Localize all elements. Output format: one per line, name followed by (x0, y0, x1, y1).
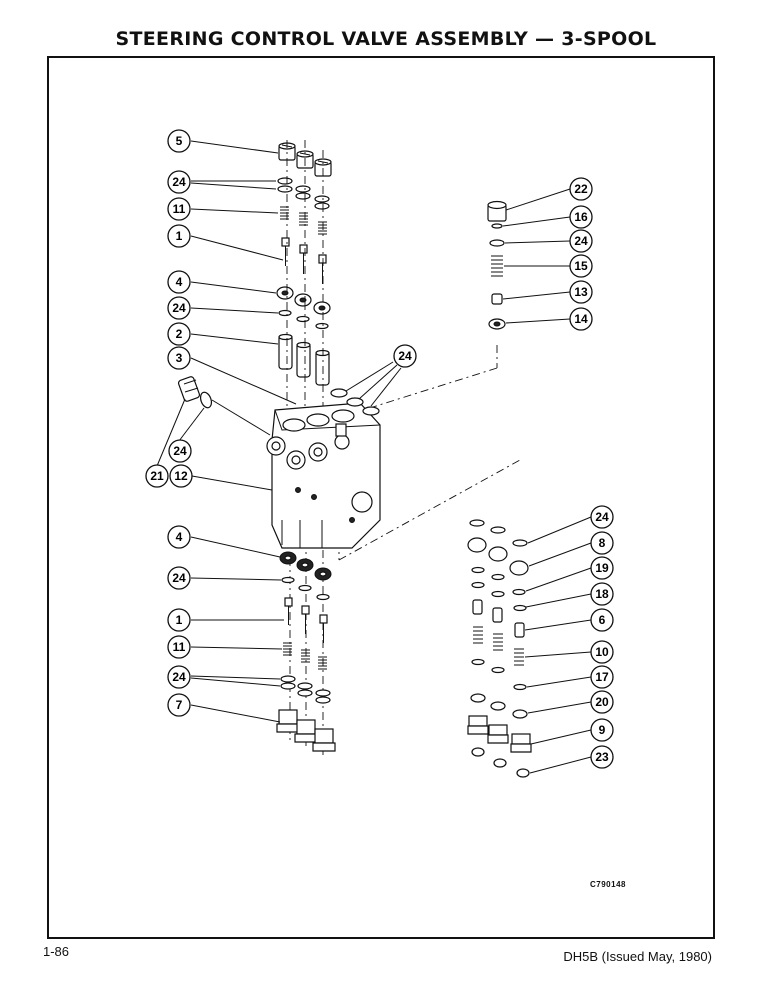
svg-text:18: 18 (595, 587, 609, 601)
callout-4: 4 (167, 270, 191, 294)
svg-text:24: 24 (172, 301, 186, 315)
svg-text:6: 6 (599, 613, 606, 627)
center-lines (286, 140, 521, 755)
callout-5: 5 (167, 129, 191, 153)
callout-24: 24 (167, 170, 191, 194)
callout-24: 24 (590, 505, 614, 529)
side-plug (177, 376, 271, 436)
callout-24: 24 (167, 566, 191, 590)
leader-lines (156, 140, 592, 774)
svg-text:24: 24 (595, 510, 609, 524)
svg-text:5: 5 (176, 134, 183, 148)
bottom-springs (283, 642, 327, 670)
callout-24: 24 (168, 439, 192, 463)
top-check-seats (276, 286, 331, 315)
callout-24: 24 (167, 665, 191, 689)
svg-text:7: 7 (176, 698, 183, 712)
callout-19: 19 (590, 556, 614, 580)
svg-text:20: 20 (595, 695, 609, 709)
callouts: 5 24 11 1 4 24 2 3 24 24 21 12 4 24 1 11… (145, 129, 614, 769)
svg-text:24: 24 (574, 234, 588, 248)
svg-text:1: 1 (176, 613, 183, 627)
right-bottom-parts (467, 519, 532, 778)
callout-23: 23 (590, 745, 614, 769)
callout-10: 10 (590, 640, 614, 664)
svg-text:1: 1 (176, 229, 183, 243)
svg-text:2: 2 (176, 327, 183, 341)
callout-18: 18 (590, 582, 614, 606)
callout-6: 6 (590, 608, 614, 632)
svg-text:24: 24 (173, 444, 187, 458)
svg-text:11: 11 (173, 640, 186, 654)
svg-text:21: 21 (150, 469, 164, 483)
callout-24: 24 (393, 344, 417, 368)
callout-13: 13 (569, 280, 593, 304)
svg-text:22: 22 (574, 182, 588, 196)
svg-text:23: 23 (595, 750, 609, 764)
svg-text:11: 11 (173, 202, 186, 216)
svg-text:9: 9 (599, 723, 606, 737)
svg-text:19: 19 (595, 561, 609, 575)
callout-7: 7 (167, 693, 191, 717)
svg-text:13: 13 (574, 285, 588, 299)
drawing-frame (47, 56, 715, 939)
callout-3: 3 (167, 346, 191, 370)
side-o-rings (330, 388, 380, 416)
svg-text:14: 14 (574, 312, 588, 326)
callout-11: 11 (167, 635, 191, 659)
svg-text:24: 24 (172, 670, 186, 684)
top-poppets (281, 237, 327, 284)
callout-21: 21 (145, 464, 169, 488)
valve-body (266, 402, 381, 549)
top-springs (280, 206, 327, 235)
bottom-check-seats (279, 551, 332, 581)
callout-2: 2 (167, 322, 191, 346)
svg-text:12: 12 (174, 469, 188, 483)
callout-15: 15 (569, 254, 593, 278)
callout-14: 14 (569, 307, 593, 331)
page-title: STEERING CONTROL VALVE ASSEMBLY — 3-SPOO… (115, 28, 657, 50)
callout-9: 9 (590, 718, 614, 742)
bottom-o-rings-a (281, 576, 330, 601)
svg-text:3: 3 (176, 351, 183, 365)
svg-text:4: 4 (176, 275, 183, 289)
callout-20: 20 (590, 690, 614, 714)
relief-valve-stack (487, 200, 507, 330)
callout-1: 1 (167, 224, 191, 248)
top-o-rings (277, 177, 330, 210)
pistons (278, 333, 330, 386)
callout-4: 4 (167, 525, 191, 549)
svg-text:15: 15 (574, 259, 588, 273)
document-reference: DH5B (Issued May, 1980) (563, 949, 712, 964)
callout-16: 16 (569, 205, 593, 229)
callout-11: 11 (167, 197, 191, 221)
svg-text:24: 24 (398, 349, 412, 363)
svg-text:8: 8 (599, 536, 606, 550)
svg-text:4: 4 (176, 530, 183, 544)
svg-text:17: 17 (595, 670, 609, 684)
svg-text:10: 10 (595, 645, 609, 659)
bottom-poppets (284, 597, 328, 643)
callout-24: 24 (569, 229, 593, 253)
svg-text:16: 16 (574, 210, 588, 224)
callout-24: 24 (167, 296, 191, 320)
page-number: 1-86 (43, 944, 70, 959)
bottom-plugs (276, 709, 336, 752)
callout-8: 8 (590, 531, 614, 555)
callout-17: 17 (590, 665, 614, 689)
svg-text:24: 24 (172, 571, 186, 585)
callout-22: 22 (569, 177, 593, 201)
callout-12: 12 (169, 464, 193, 488)
callout-1: 1 (167, 608, 191, 632)
drawing-code: C790148 (590, 880, 626, 889)
mid-o-rings (278, 309, 329, 330)
bottom-o-rings-b (280, 675, 331, 704)
svg-text:24: 24 (172, 175, 186, 189)
